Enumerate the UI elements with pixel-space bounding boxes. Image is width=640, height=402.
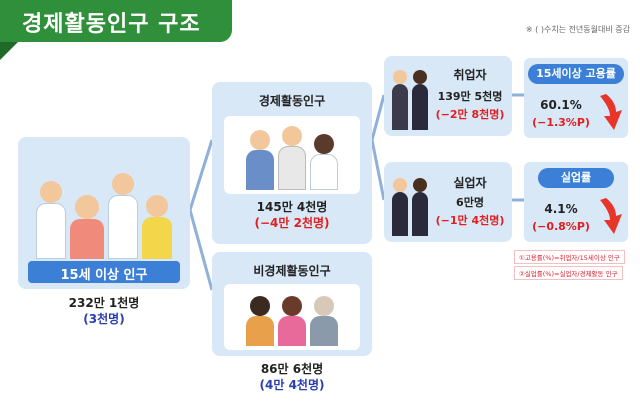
- worker-figure: [246, 130, 274, 190]
- unemployment-rate-tag: 실업률: [538, 168, 614, 188]
- population-panel: 15세 이상 인구: [18, 137, 190, 289]
- down-arrow-icon: [600, 198, 622, 234]
- employment-rate-formula: ①고용률(%)=취업자/15세이상 인구: [514, 250, 625, 264]
- non-labor-force-panel: 비경제활동인구: [212, 252, 372, 356]
- population-label-bar: [28, 261, 180, 283]
- nurse-figure: [36, 181, 66, 259]
- operator-figure: [310, 134, 338, 190]
- title-banner: 경제활동인구 구조: [0, 0, 232, 60]
- unemployment-rate-formula: ②실업률(%)=실업자/경제활동 인구: [514, 266, 623, 280]
- labor-force-value: 145만 4천명: [256, 200, 328, 214]
- unemployed-label: 실업자: [453, 176, 487, 190]
- employed-panel: 취업자 139만 5천명 (−2만 8천명): [384, 56, 512, 136]
- employed-change: (−2만 8천명): [435, 108, 505, 121]
- artist-figure: [70, 195, 104, 259]
- student-figure: [142, 195, 172, 259]
- unemployed-change: (−1만 4천명): [435, 214, 505, 227]
- labor-force-change: (−4만 2천명): [254, 216, 330, 230]
- non-labor-force-label: 비경제활동인구: [253, 264, 331, 278]
- student-boy-figure: [246, 296, 274, 346]
- elderly-figure: [310, 296, 338, 346]
- unemployed-panel: 실업자 6만명 (−1만 4천명): [384, 162, 512, 242]
- employed-figures: [390, 64, 430, 130]
- employment-rate-box: 15세이상 고용률 60.1% (−1.3%P): [524, 58, 628, 138]
- homemaker-figure: [278, 296, 306, 346]
- seated-woman-figure: [412, 178, 428, 236]
- population-figures: [28, 147, 180, 259]
- unemployed-figures: [390, 170, 430, 236]
- labor-force-panel: 경제활동인구 145만 4천명 (−4만 2천명): [212, 82, 372, 244]
- chef-figure: [108, 173, 138, 259]
- unemployment-rate-box: 실업률 4.1% (−0.8%P): [524, 162, 628, 242]
- change-note: ※ ( )수치는 전년동월대비 증감: [525, 25, 630, 34]
- employment-rate-tag: 15세이상 고용률: [528, 64, 624, 84]
- down-arrow-icon: [600, 94, 622, 130]
- pilot-figure: [278, 126, 306, 190]
- seated-man-figure: [392, 178, 408, 236]
- unemployment-rate-change: (−0.8%P): [532, 220, 590, 233]
- labor-force-label: 경제활동인구: [258, 94, 326, 108]
- employed-label: 취업자: [453, 68, 487, 82]
- population-label: 15세 이상 인구: [60, 268, 148, 283]
- employment-rate-change: (−1.3%P): [532, 116, 590, 129]
- office-man-figure: [392, 70, 408, 130]
- labor-force-figures: [228, 122, 356, 190]
- non-labor-force-figures-box: [224, 284, 360, 350]
- unemployment-rate-value: 4.1%: [544, 202, 578, 216]
- population-value: 232만 1천명: [68, 296, 140, 310]
- connector-pop-to-labor: [188, 139, 214, 211]
- office-woman-figure: [412, 70, 428, 130]
- unemployed-value: 6만명: [456, 196, 484, 209]
- connector-pop-to-nonlabor: [188, 209, 214, 291]
- employed-value: 139만 5천명: [437, 90, 503, 103]
- connector-labor-to-unemployed: [370, 139, 386, 201]
- non-labor-force-figures: [228, 290, 356, 346]
- employment-rate-value: 60.1%: [540, 98, 582, 112]
- labor-force-figures-box: [224, 116, 360, 194]
- page-title: 경제활동인구 구조: [22, 12, 201, 37]
- population-change: (3천명): [83, 312, 125, 326]
- non-labor-force-value: 86만 6천명: [260, 362, 324, 376]
- non-labor-force-change: (4만 4천명): [259, 378, 325, 392]
- connector-labor-to-employed: [370, 94, 386, 141]
